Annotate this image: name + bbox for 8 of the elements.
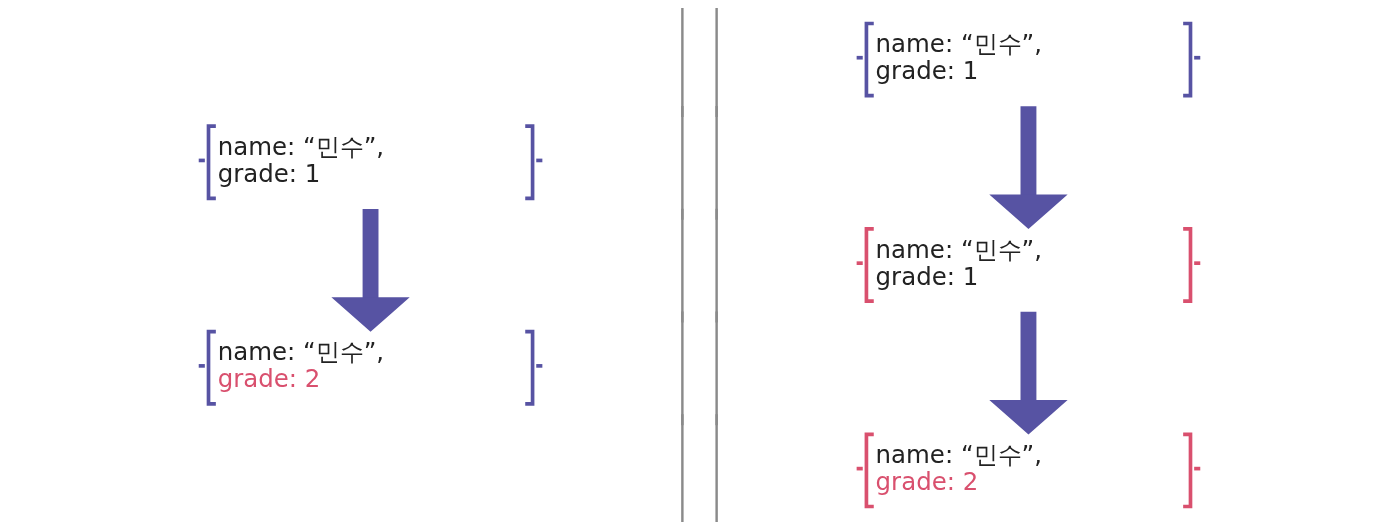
node-text: name: “민수”, grade: 1 [875,234,1042,291]
arrow [330,209,410,332]
node-text: name: “민수”, grade: 2 [217,337,384,394]
arrow [988,311,1068,435]
node-text: name: “민수”, grade: 1 [217,131,384,188]
node-text: name: “민수”, grade: 1 [875,29,1042,86]
node-text: name: “민수”, grade: 2 [875,440,1042,497]
arrow [988,106,1068,229]
